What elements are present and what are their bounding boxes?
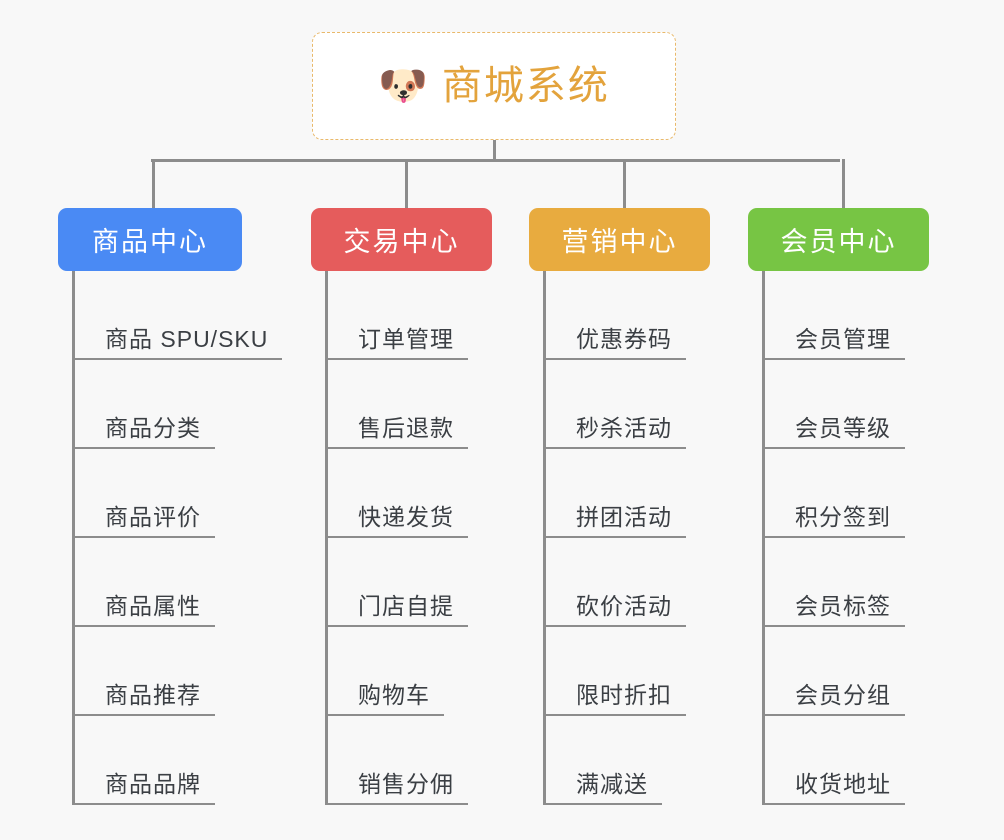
leaf-underline: 商品品牌 — [75, 770, 215, 805]
leaf-underline: 积分签到 — [765, 503, 905, 538]
leaf-item[interactable]: 满减送 — [546, 716, 710, 805]
leaf-item[interactable]: 销售分佣 — [328, 716, 492, 805]
connector-root-vertical — [493, 140, 496, 161]
leaf-item[interactable]: 商品属性 — [75, 538, 242, 627]
root-node-shop-system[interactable]: 🐶 商城系统 — [312, 32, 676, 140]
leaf-label: 购物车 — [358, 681, 430, 708]
leaf-label: 商品推荐 — [105, 681, 201, 708]
connector-horizontal-bus — [151, 159, 840, 162]
leaf-underline: 商品 SPU/SKU — [75, 325, 283, 360]
leaf-item[interactable]: 会员标签 — [765, 538, 929, 627]
leaf-item[interactable]: 会员分组 — [765, 627, 929, 716]
branch-column-marketing-center: 营销中心优惠券码秒杀活动拼团活动砍价活动限时折扣满减送 — [529, 208, 710, 805]
connector-drop-marketing-center — [623, 159, 626, 209]
leaf-underline: 商品属性 — [75, 592, 215, 627]
leaf-label: 商品分类 — [105, 414, 201, 441]
leaf-label: 会员标签 — [795, 592, 891, 619]
leaf-item[interactable]: 门店自提 — [328, 538, 492, 627]
leaf-list-member-center: 会员管理会员等级积分签到会员标签会员分组收货地址 — [762, 271, 929, 805]
leaf-label: 满减送 — [576, 770, 648, 797]
leaf-list-trade-center: 订单管理售后退款快递发货门店自提购物车销售分佣 — [325, 271, 492, 805]
connector-drop-product-center — [152, 159, 155, 209]
branch-column-member-center: 会员中心会员管理会员等级积分签到会员标签会员分组收货地址 — [748, 208, 929, 805]
leaf-underline: 收货地址 — [765, 770, 905, 805]
leaf-item[interactable]: 会员管理 — [765, 271, 929, 360]
leaf-label: 优惠券码 — [576, 325, 672, 352]
leaf-label: 快递发货 — [358, 503, 454, 530]
category-label: 会员中心 — [780, 227, 897, 257]
leaf-item[interactable]: 快递发货 — [328, 449, 492, 538]
leaf-underline: 订单管理 — [328, 325, 468, 360]
leaf-underline: 满减送 — [546, 770, 662, 805]
connector-drop-trade-center — [405, 159, 408, 209]
leaf-underline: 秒杀活动 — [546, 414, 686, 449]
category-label: 商品中心 — [92, 227, 208, 257]
leaf-label: 售后退款 — [358, 414, 454, 441]
leaf-underline: 商品分类 — [75, 414, 215, 449]
leaf-underline: 会员标签 — [765, 592, 905, 627]
leaf-label: 商品评价 — [105, 503, 201, 530]
leaf-item[interactable]: 商品推荐 — [75, 627, 242, 716]
leaf-list-product-center: 商品 SPU/SKU 商品分类商品评价商品属性商品推荐商品品牌 — [72, 271, 283, 805]
category-box-trade-center[interactable]: 交易中心 — [311, 208, 492, 271]
leaf-underline: 会员等级 — [765, 414, 905, 449]
leaf-label: 商品品牌 — [105, 770, 201, 797]
leaf-underline: 商品推荐 — [75, 681, 215, 716]
leaf-item[interactable]: 砍价活动 — [546, 538, 710, 627]
leaf-underline: 会员管理 — [765, 325, 905, 360]
leaf-label: 商品 SPU/SKU — [105, 325, 269, 352]
leaf-label: 商品属性 — [105, 592, 201, 619]
leaf-label: 积分签到 — [795, 503, 891, 530]
leaf-item[interactable]: 限时折扣 — [546, 627, 710, 716]
leaf-underline: 拼团活动 — [546, 503, 686, 538]
leaf-label: 会员分组 — [795, 681, 891, 708]
leaf-underline: 优惠券码 — [546, 325, 686, 360]
leaf-list-marketing-center: 优惠券码秒杀活动拼团活动砍价活动限时折扣满减送 — [543, 271, 710, 805]
category-box-product-center[interactable]: 商品中心 — [58, 208, 242, 271]
leaf-item[interactable]: 购物车 — [328, 627, 492, 716]
root-node-title: 商城系统 — [441, 64, 610, 108]
leaf-item[interactable]: 商品分类 — [75, 360, 242, 449]
category-box-member-center[interactable]: 会员中心 — [748, 208, 929, 271]
leaf-item[interactable]: 拼团活动 — [546, 449, 710, 538]
leaf-item[interactable]: 售后退款 — [328, 360, 492, 449]
branch-column-product-center: 商品中心商品 SPU/SKU 商品分类商品评价商品属性商品推荐商品品牌 — [58, 208, 283, 805]
connector-drop-member-center — [842, 159, 845, 209]
category-label: 交易中心 — [343, 227, 460, 257]
leaf-label: 订单管理 — [358, 325, 454, 352]
branch-column-trade-center: 交易中心订单管理售后退款快递发货门店自提购物车销售分佣 — [311, 208, 492, 805]
leaf-underline: 销售分佣 — [328, 770, 468, 805]
leaf-item[interactable]: 秒杀活动 — [546, 360, 710, 449]
leaf-label: 门店自提 — [358, 592, 454, 619]
leaf-label: 秒杀活动 — [576, 414, 672, 441]
leaf-underline: 限时折扣 — [546, 681, 686, 716]
leaf-item[interactable]: 商品品牌 — [75, 716, 242, 805]
leaf-underline: 购物车 — [328, 681, 444, 716]
leaf-underline: 会员分组 — [765, 681, 905, 716]
leaf-label: 会员等级 — [795, 414, 891, 441]
leaf-item[interactable]: 优惠券码 — [546, 271, 710, 360]
leaf-underline: 快递发货 — [328, 503, 468, 538]
leaf-label: 拼团活动 — [576, 503, 672, 530]
category-label: 营销中心 — [561, 227, 678, 257]
leaf-item[interactable]: 订单管理 — [328, 271, 492, 360]
leaf-item[interactable]: 会员等级 — [765, 360, 929, 449]
category-box-marketing-center[interactable]: 营销中心 — [529, 208, 710, 271]
leaf-label: 收货地址 — [795, 770, 891, 797]
leaf-underline: 商品评价 — [75, 503, 215, 538]
leaf-label: 砍价活动 — [576, 592, 672, 619]
leaf-underline: 门店自提 — [328, 592, 468, 627]
leaf-underline: 砍价活动 — [546, 592, 686, 627]
leaf-item[interactable]: 商品评价 — [75, 449, 242, 538]
shiba-dog-face-icon: 🐶 — [378, 64, 428, 108]
leaf-item[interactable]: 积分签到 — [765, 449, 929, 538]
leaf-underline: 售后退款 — [328, 414, 468, 449]
leaf-item[interactable]: 收货地址 — [765, 716, 929, 805]
leaf-label: 会员管理 — [795, 325, 891, 352]
leaf-label: 销售分佣 — [358, 770, 454, 797]
leaf-label: 限时折扣 — [576, 681, 672, 708]
leaf-item[interactable]: 商品 SPU/SKU — [75, 271, 283, 360]
